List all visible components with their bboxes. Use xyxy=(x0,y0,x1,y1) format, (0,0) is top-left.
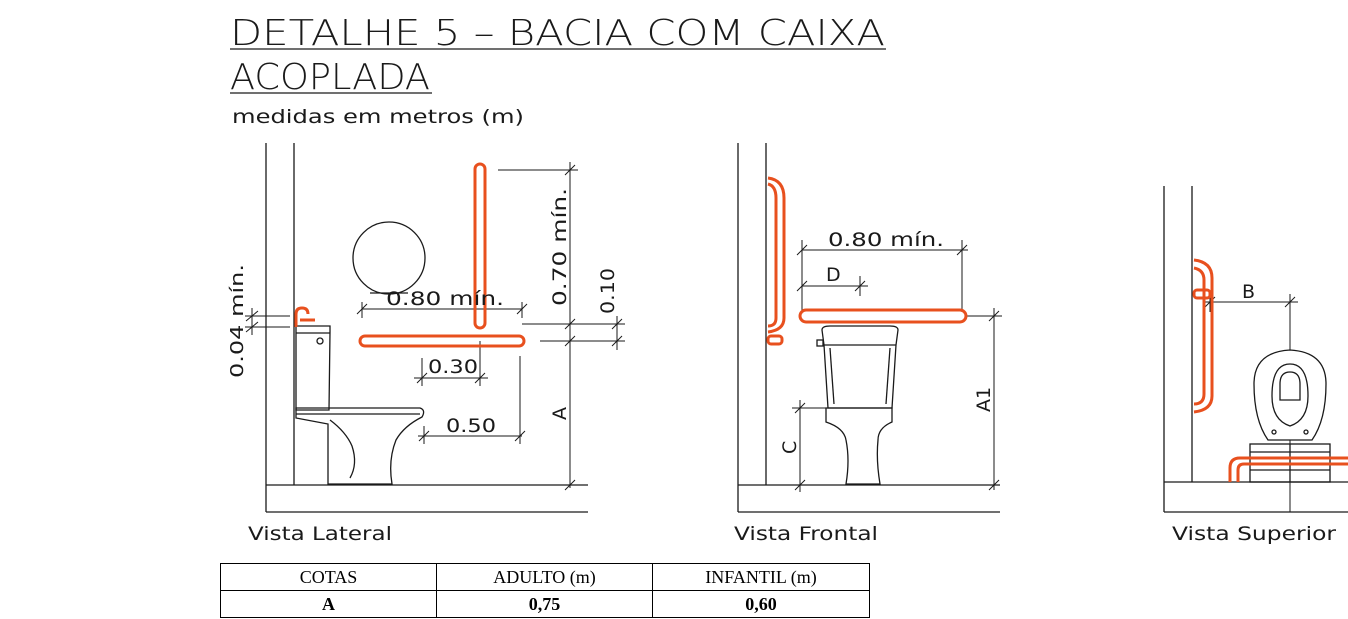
table-cell-cota: A xyxy=(220,590,437,618)
lateral-caption: Vista Lateral xyxy=(248,523,392,545)
frontal-dim-a1: A1 xyxy=(973,387,995,412)
drawing-title-line2: ACOPLADA xyxy=(230,57,430,98)
frontal-caption: Vista Frontal xyxy=(734,523,878,545)
lateral-dim-030: 0.30 xyxy=(428,356,478,378)
lateral-dim-004: 0.04 mín. xyxy=(227,264,248,378)
lateral-dim-080: 0.80 mín. xyxy=(386,288,504,310)
table-header-infantil: INFANTIL (m) xyxy=(652,563,870,591)
drawing-title-line1: DETALHE 5 – BACIA COM CAIXA xyxy=(230,13,885,54)
table-header-row: COTAS ADULTO (m) INFANTIL (m) xyxy=(220,563,870,591)
grab-bars-lateral xyxy=(294,162,526,348)
vista-superior xyxy=(1163,186,1348,513)
table-cell-infantil: 0,60 xyxy=(652,590,870,618)
paper-holder-icon xyxy=(352,221,426,295)
dimensions-table: COTAS ADULTO (m) INFANTIL (m) A 0,75 0,6… xyxy=(220,563,870,618)
table-row: A 0,75 0,60 xyxy=(220,590,870,618)
lateral-dim-070: 0.70 mín. xyxy=(549,188,571,306)
frontal-dim-d: D xyxy=(826,264,841,286)
toilet-bowl-front-icon xyxy=(825,407,893,485)
vista-lateral xyxy=(245,143,625,513)
toilet-tank-front-icon xyxy=(821,325,899,409)
vista-frontal xyxy=(737,143,1002,513)
technical-drawing: DETALHE 5 – BACIA COM CAIXA ACOPLADA med… xyxy=(227,13,1348,545)
toilet-top-icon xyxy=(1253,349,1327,441)
table-cell-adulto: 0,75 xyxy=(436,590,653,618)
toilet-tank-icon xyxy=(295,325,331,411)
grab-bars-frontal xyxy=(766,176,968,346)
superior-dim-b: B xyxy=(1242,281,1255,303)
frontal-dim-c: C xyxy=(779,441,801,454)
grab-bars-superior xyxy=(1192,258,1348,482)
table-header-cotas: COTAS xyxy=(220,563,437,591)
lateral-dim-050: 0.50 xyxy=(446,415,496,437)
lateral-dim-a: A xyxy=(549,407,571,420)
frontal-dim-080: 0.80 mín. xyxy=(828,229,944,251)
toilet-bowl-icon xyxy=(295,407,425,485)
lateral-dim-010: 0.10 xyxy=(597,268,619,314)
superior-caption: Vista Superior xyxy=(1172,523,1336,545)
table-header-adulto: ADULTO (m) xyxy=(436,563,653,591)
drawing-subtitle: medidas em metros (m) xyxy=(232,106,524,128)
